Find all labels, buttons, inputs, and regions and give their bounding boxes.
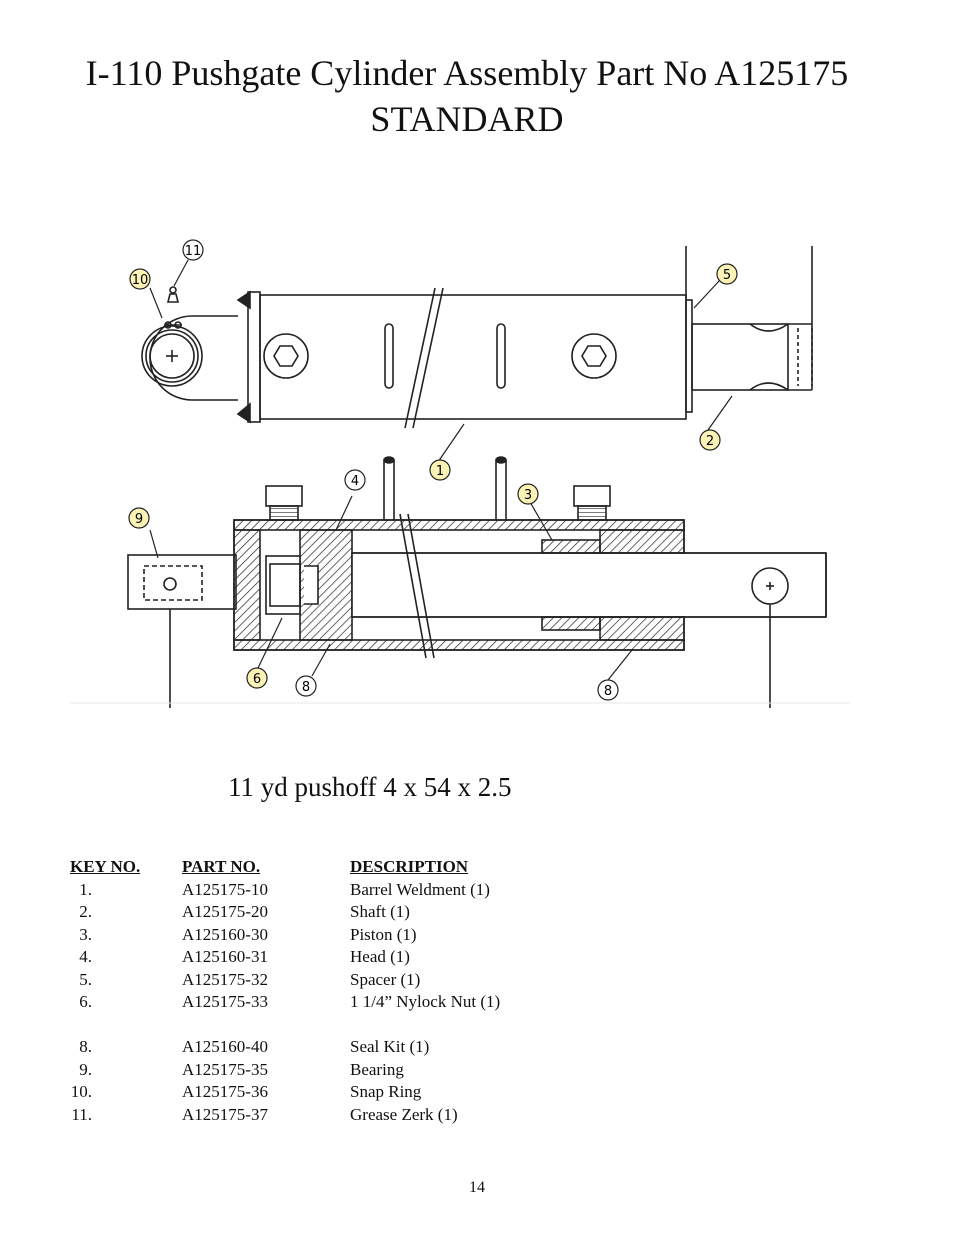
svg-text:8: 8	[604, 684, 612, 699]
key-no: 2.	[79, 902, 92, 921]
cylinder-assembly-drawing: 11 10 5 2 1 4 3 9 6 8 8	[70, 239, 850, 708]
key-no: 8.	[79, 1037, 92, 1056]
callout-2: 2	[699, 429, 721, 451]
table-row: 3. A125160-30 Piston (1)	[70, 924, 590, 947]
part-no: A125175-32	[182, 969, 268, 989]
svg-text:5: 5	[723, 268, 731, 283]
key-no: 4.	[79, 947, 92, 966]
callout-6: 6	[246, 667, 268, 689]
callout-4: 4	[344, 469, 366, 491]
svg-text:10: 10	[132, 273, 149, 288]
part-no: A125160-31	[182, 947, 268, 966]
description: Barrel Weldment (1)	[350, 879, 490, 899]
table-row: 6. A125175-33 1 1/4” Nylock Nut (1)	[70, 991, 590, 1014]
callout-10: 10	[129, 268, 151, 290]
description: 1 1/4” Nylock Nut (1)	[350, 992, 501, 1011]
table-row: 10. A125175-36 Snap Ring	[70, 1081, 590, 1104]
callout-5: 5	[716, 263, 738, 285]
key-no: 3.	[79, 924, 92, 944]
key-no: 5.	[79, 969, 92, 989]
table-row: 8. A125160-40 Seal Kit (1)	[70, 1036, 590, 1059]
svg-text:1: 1	[436, 464, 444, 479]
part-no: A125160-40	[182, 1037, 268, 1056]
key-no: 6.	[79, 992, 92, 1011]
key-no: 1.	[79, 879, 92, 899]
header-key-no: KEY NO.	[70, 857, 141, 876]
external-view	[141, 246, 813, 429]
callout-3: 3	[517, 483, 539, 505]
page-title-line-1: I-110 Pushgate Cylinder Assembly Part No…	[85, 53, 849, 93]
table-row: 1. A125175-10 Barrel Weldment (1)	[70, 879, 590, 902]
part-no: A125175-20	[182, 902, 268, 921]
table-row: 11. A125175-37 Grease Zerk (1)	[70, 1104, 590, 1127]
callout-9: 9	[128, 507, 150, 529]
svg-text:2: 2	[706, 434, 714, 449]
key-no: 9.	[79, 1059, 92, 1079]
part-no: A125175-35	[182, 1059, 268, 1079]
parts-table: KEY NO. PART NO. DESCRIPTION 1. A125175-…	[70, 856, 590, 1126]
table-row: 9. A125175-35 Bearing	[70, 1059, 590, 1082]
svg-text:8: 8	[302, 680, 310, 695]
part-no: A125175-37	[182, 1104, 268, 1124]
page-number: 14	[469, 1179, 485, 1196]
svg-text:6: 6	[253, 672, 261, 687]
key-no: 11.	[71, 1104, 92, 1124]
description: Snap Ring	[350, 1082, 422, 1101]
part-no: A125175-36	[182, 1082, 268, 1101]
part-no: A125175-10	[182, 879, 268, 899]
page-title: I-110 Pushgate Cylinder Assembly Part No…	[0, 50, 934, 142]
table-row: 2. A125175-20 Shaft (1)	[70, 901, 590, 924]
header-part-no: PART NO.	[182, 857, 261, 876]
description: Seal Kit (1)	[350, 1037, 430, 1056]
key-no: 10.	[70, 1082, 92, 1101]
callout-1: 1	[429, 459, 451, 481]
callout-markers: 11 10 5 2 1 4 3 9 6 8 8	[128, 239, 738, 701]
description: Bearing	[350, 1059, 404, 1079]
svg-text:3: 3	[524, 488, 532, 503]
description: Head (1)	[350, 947, 410, 966]
svg-text:4: 4	[351, 474, 359, 489]
description: Grease Zerk (1)	[350, 1104, 458, 1124]
part-no: A125160-30	[182, 924, 268, 944]
description: Spacer (1)	[350, 969, 421, 989]
table-spacer-row	[70, 1014, 590, 1037]
table-row: 5. A125175-32 Spacer (1)	[70, 969, 590, 992]
page-title-line-2: STANDARD	[370, 99, 564, 139]
parts-table-header: KEY NO. PART NO. DESCRIPTION	[70, 856, 590, 879]
table-row: 4. A125160-31 Head (1)	[70, 946, 590, 969]
description: Piston (1)	[350, 924, 417, 944]
callout-8: 8	[295, 675, 317, 697]
callout-11: 11	[182, 239, 204, 261]
svg-text:11: 11	[185, 244, 202, 259]
callout-leaders	[149, 259, 733, 681]
callout-8: 8	[597, 679, 619, 701]
description: Shaft (1)	[350, 902, 410, 921]
cylinder-spec-subtitle: 11 yd pushoff 4 x 54 x 2.5	[228, 772, 512, 802]
part-no: A125175-33	[182, 992, 268, 1011]
section-view	[70, 456, 850, 708]
svg-text:9: 9	[135, 512, 143, 527]
header-description: DESCRIPTION	[350, 857, 469, 876]
